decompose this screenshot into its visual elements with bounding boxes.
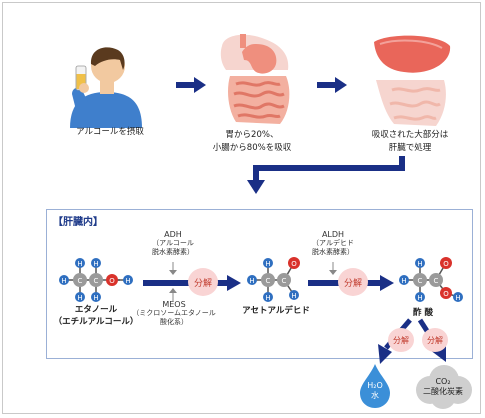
caption-liver-line2: 肝臓で処理 bbox=[388, 143, 432, 153]
aldh-name: ALDH bbox=[321, 230, 345, 239]
caption-absorption-line1: 胃から20%、 bbox=[225, 130, 279, 140]
decompose-text-1: 分解 bbox=[193, 278, 212, 289]
water-formula: H₂O bbox=[367, 381, 383, 390]
caption-absorption: 胃から20%、 小腸から80%を吸収 bbox=[196, 129, 308, 155]
acetic-acid-label: 酢 酸 bbox=[413, 308, 433, 318]
co2-cloud-icon bbox=[416, 365, 472, 409]
acetaldehyde-molecule: H H C C O H H bbox=[247, 257, 300, 302]
caption-liver-line1: 吸収された大部分は bbox=[371, 130, 449, 140]
arrow-to-stomach bbox=[176, 77, 206, 93]
stomach-intestine-illustration bbox=[220, 34, 290, 124]
svg-text:C: C bbox=[418, 277, 423, 285]
decompose-text-2: 分解 bbox=[343, 278, 362, 289]
water-drop-icon bbox=[360, 364, 390, 408]
acetaldehyde-label: アセトアルデヒド bbox=[242, 306, 310, 316]
svg-text:H: H bbox=[417, 294, 422, 302]
svg-text:O: O bbox=[443, 290, 449, 298]
co2-product: CO₂ 二酸化炭素 bbox=[412, 370, 474, 404]
adh-pointer bbox=[169, 262, 177, 275]
liver-illustration bbox=[374, 35, 451, 126]
drinking-person-illustration bbox=[70, 47, 142, 128]
svg-text:H: H bbox=[291, 292, 296, 300]
decompose-text-4: 分解 bbox=[427, 335, 443, 345]
aldh-label: ALDH （アルデヒド 脱水素酵素） bbox=[300, 230, 366, 257]
adh-label: ADH （アルコール 脱水素酵素） bbox=[138, 230, 208, 257]
svg-text:O: O bbox=[443, 260, 449, 268]
decompose-text-3: 分解 bbox=[393, 335, 409, 345]
svg-text:H: H bbox=[401, 277, 406, 285]
svg-text:H: H bbox=[77, 260, 82, 268]
adh-line1: （アルコール bbox=[152, 239, 194, 247]
svg-text:O: O bbox=[109, 277, 115, 285]
acetic-acid-molecule: H H C C O O H H bbox=[399, 257, 463, 302]
decompose-bubble-3: 分解 bbox=[388, 328, 414, 352]
aldh-line2: 脱水素酵素） bbox=[312, 248, 354, 256]
svg-text:H: H bbox=[455, 294, 460, 302]
svg-text:H: H bbox=[265, 294, 270, 302]
ethanol-line1: エタノール bbox=[74, 305, 118, 315]
svg-text:H: H bbox=[265, 260, 270, 268]
ethanol-label: エタノール （エチルアルコール） bbox=[48, 304, 144, 328]
svg-text:H: H bbox=[77, 294, 82, 302]
svg-text:C: C bbox=[282, 277, 287, 285]
svg-text:H: H bbox=[125, 277, 130, 285]
svg-text:C: C bbox=[266, 277, 271, 285]
liver-panel-title: 【肝臓内】 bbox=[53, 217, 103, 228]
ethanol-molecule: H H H C C O H H H bbox=[59, 258, 133, 302]
ethanol-line2: （エチルアルコール） bbox=[53, 317, 139, 327]
co2-name: 二酸化炭素 bbox=[423, 387, 463, 396]
svg-text:C: C bbox=[94, 277, 99, 285]
diagram-frame bbox=[2, 2, 481, 414]
adh-line2: 脱水素酵素） bbox=[152, 248, 194, 256]
caption-absorption-line2: 小腸から80%を吸収 bbox=[212, 143, 292, 153]
co2-formula: CO₂ bbox=[435, 377, 451, 386]
caption-liver-processing: 吸収された大部分は 肝臓で処理 bbox=[360, 129, 460, 155]
svg-text:H: H bbox=[249, 277, 254, 285]
arrow-into-liver-panel bbox=[247, 156, 405, 194]
adh-name: ADH bbox=[164, 230, 182, 239]
aldh-pointer bbox=[329, 262, 337, 275]
water-name: 水 bbox=[371, 391, 379, 400]
svg-text:H: H bbox=[417, 260, 422, 268]
meos-pointer bbox=[169, 288, 177, 301]
meos-name: MEOS bbox=[162, 300, 186, 309]
aldh-line1: （アルデヒド bbox=[312, 239, 354, 247]
caption-drink-alcohol-text: アルコールを摂取 bbox=[76, 127, 144, 137]
meos-label: MEOS （ミクロソームエタノール 酸化系） bbox=[132, 300, 216, 327]
decompose-bubble-4: 分解 bbox=[422, 328, 448, 352]
svg-text:H: H bbox=[61, 277, 66, 285]
svg-text:C: C bbox=[434, 277, 439, 285]
arrow-to-liver bbox=[317, 77, 347, 93]
caption-drink-alcohol: アルコールを摂取 bbox=[60, 126, 160, 139]
meos-line1: （ミクロソームエタノール bbox=[132, 309, 216, 317]
decompose-bubble-2: 分解 bbox=[338, 268, 368, 296]
arrow-ethanol-to-acetaldehyde bbox=[143, 275, 241, 291]
svg-text:H: H bbox=[93, 294, 98, 302]
svg-text:H: H bbox=[93, 260, 98, 268]
svg-text:O: O bbox=[291, 260, 297, 268]
decompose-bubble-1: 分解 bbox=[188, 268, 218, 296]
svg-text:C: C bbox=[78, 277, 83, 285]
meos-line2: 酸化系） bbox=[160, 318, 188, 326]
water-product: H₂O 水 bbox=[358, 378, 392, 404]
